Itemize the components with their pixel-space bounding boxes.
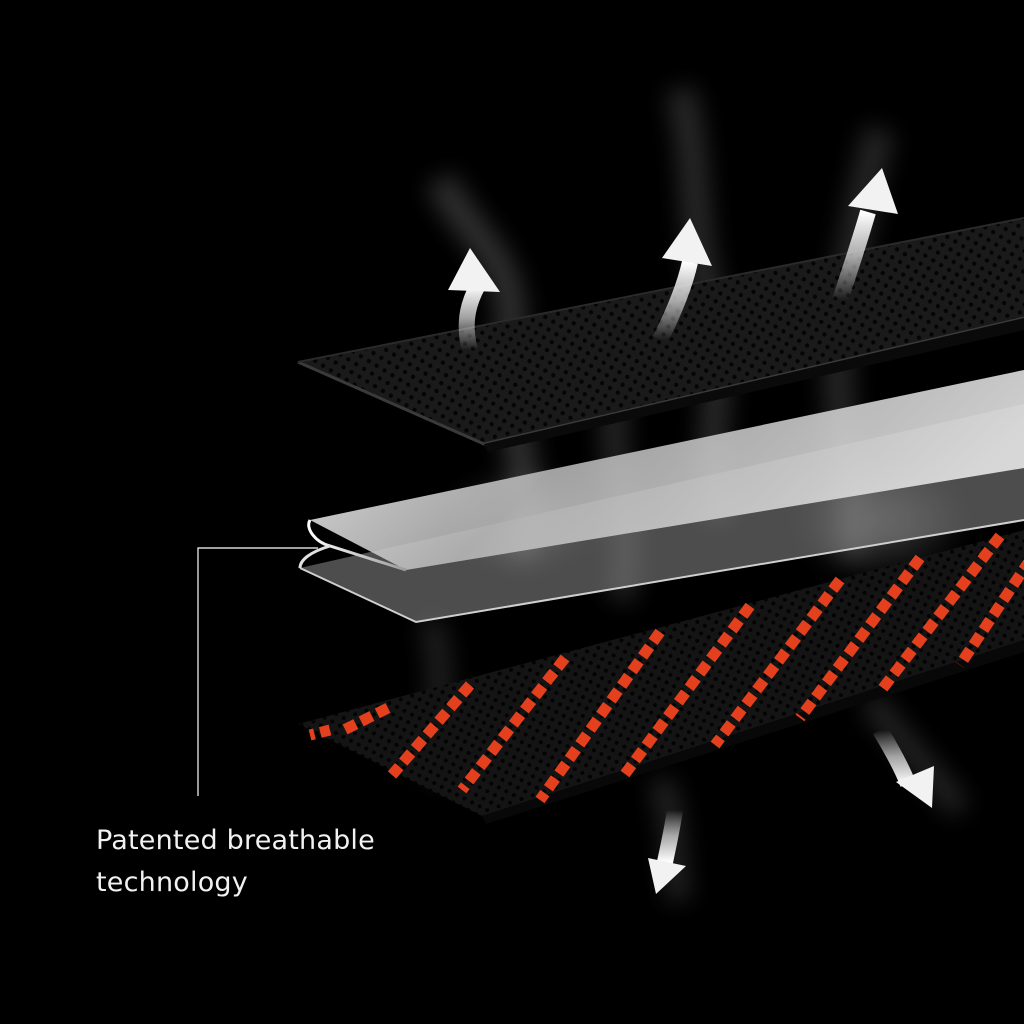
middle-film-layer [298,370,1024,624]
feature-caption: Patented breathable technology [96,820,436,904]
leader-line [197,547,318,796]
curved-arrow-icon [832,168,898,303]
curved-arrow-icon [873,725,934,808]
curved-arrow-icon [648,808,686,894]
caption-line-1: Patented breathable [96,825,375,856]
caption-line-2: technology [96,867,248,898]
curved-arrow-icon [448,248,500,353]
curved-arrow-icon [652,218,712,344]
bottom-stripe-layer [298,530,1024,824]
orange-stripes [308,532,1024,804]
